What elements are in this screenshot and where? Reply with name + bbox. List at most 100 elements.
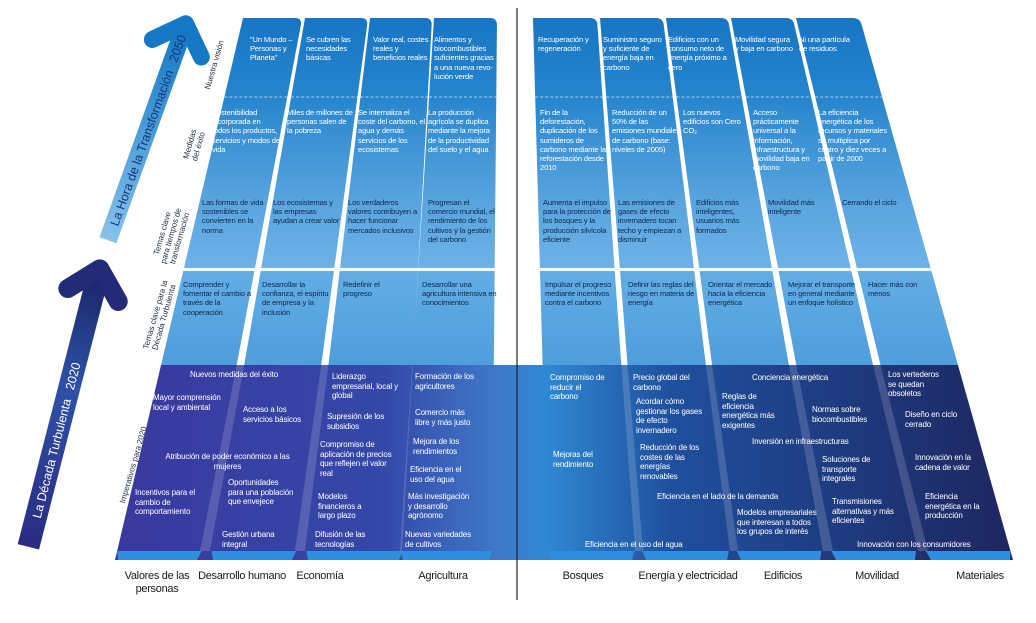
imperative-item: Acordar cómo gestionar los gases de efec… <box>636 397 703 435</box>
column-base-2 <box>211 551 297 560</box>
cell-themes-transformation: Progresan el comercio mundial, el rendim… <box>428 198 495 244</box>
column-label: Materiales <box>956 570 1004 582</box>
imperative-item: Modelos empresariales que interesan a to… <box>737 508 817 537</box>
cell-themes-turbulent: Definir las reglas del riesgo en materia… <box>628 280 695 308</box>
column-turbulent-8 <box>778 271 874 365</box>
imperative-item: Conciencia energética <box>752 373 829 382</box>
imperative-item: Gestión urbana integral <box>222 530 275 549</box>
column-turbulent-9 <box>857 271 958 365</box>
imperative-item: Diseño en ciclo cerrado <box>905 410 958 429</box>
band-gap <box>705 365 738 551</box>
imperative-item: Soluciones de transporte integrales <box>822 455 871 484</box>
imperative-item: Incentivos para el cambio de comportamie… <box>135 488 196 517</box>
imperative-item: Innovación en la cadena de valor <box>915 453 971 472</box>
column-turbulent-3 <box>328 271 418 365</box>
band-gap <box>873 365 928 551</box>
band-gap <box>400 365 413 551</box>
cell-measures: Acceso prácticamente universal a la info… <box>753 108 810 173</box>
imperative-item: Liderazgo empresarial, local y global <box>332 372 398 401</box>
cell-themes-turbulent: Redefinir el progreso <box>343 280 380 299</box>
cell-vision: Recuperación y regeneración <box>538 35 589 54</box>
cell-vision: Ni una partícula de residuos <box>799 35 850 54</box>
cell-measures: Se internaliza el coste del carbono, el … <box>358 108 425 154</box>
imperative-item: Mayor comprensión local y ambiental <box>153 393 221 412</box>
column-top-6 <box>600 18 694 268</box>
cell-themes-transformation: Las emisiones de gases de efecto inverna… <box>618 198 682 244</box>
column-base-3 <box>306 551 403 560</box>
imperative-item: Transmisiones alternativas y más eficien… <box>832 497 894 526</box>
imperative-item: Supresión de los subsidios <box>327 412 385 431</box>
column-label: Bosques <box>562 570 604 582</box>
band-gap <box>788 365 833 551</box>
column-top-7 <box>666 18 772 268</box>
cell-vision: Edificios con un consumo neto de energía… <box>668 35 727 72</box>
column-turbulent-1 <box>161 271 255 365</box>
imperative-item: Los vertederos se quedan obsoletos <box>888 370 939 399</box>
imperative-item: Inversión en infraestructuras <box>752 437 849 446</box>
cell-measures: Miles de millones de personas salen de l… <box>287 108 353 136</box>
imperative-item: Nuevas variedades de cultivos <box>405 530 471 549</box>
cell-themes-turbulent: Impulsar el progreso mediante incentivos… <box>545 280 612 308</box>
cell-measures: Los nuevos edificios son Cero CO₂ <box>683 108 741 136</box>
imperative-item: Normas sobre biocombustibles <box>812 405 868 424</box>
imperative-item: Compromiso de aplicación de precios que … <box>320 440 392 478</box>
column-top-9 <box>796 18 931 268</box>
arrow-head-icon <box>58 259 128 311</box>
imperative-item: Atribución de poder económico a las muje… <box>165 452 290 471</box>
column-turbulent-5 <box>540 271 622 365</box>
cell-themes-transformation: Aumenta el impulso para la protección de… <box>543 198 611 244</box>
cell-measures: Reducción de un 50% de las emisiones mun… <box>612 108 681 154</box>
column-base-1 <box>117 551 202 560</box>
column-label: Desarrollo humano <box>198 570 286 582</box>
column-label: Economía <box>296 570 344 582</box>
cell-vision: Movilidad segura y baja en carbono <box>735 35 793 54</box>
imperative-item: Innovación con los consumidores <box>857 540 971 549</box>
column-top-2 <box>261 18 368 268</box>
imperative-item: Reducción de los costes de las energías … <box>640 443 699 481</box>
cell-measures: Sostenibilidad incorporada en todos los … <box>212 108 280 154</box>
imperative-item: Mejora de los rendimientos <box>413 437 460 456</box>
imperatives-band <box>115 365 1013 560</box>
cell-vision: Valor real, costes reales y beneficios r… <box>373 35 429 63</box>
imperative-item: Oportunidades para una población que env… <box>228 478 294 507</box>
imperative-item: Eficiencia en el uso del agua <box>410 465 462 484</box>
cell-themes-transformation: Cerrando el ciclo <box>842 198 897 207</box>
arrow-turbulent-2020: La Década Turbulenta 2020 <box>17 259 128 550</box>
cell-themes-turbulent: Mejorar el transporte en general mediant… <box>788 280 855 308</box>
cell-themes-turbulent: Comprender y fomentar el cambio a través… <box>183 280 251 317</box>
imperative-item: Formación de los agricultores <box>415 372 474 391</box>
cell-measures: Fin de la deforestación, duplicación de … <box>540 108 606 173</box>
cell-themes-transformation: Los ecosistemas y las empresas ayudan a … <box>273 198 340 226</box>
cell-vision: "Un Mundo – Personas y Planeta" <box>250 35 293 63</box>
cell-themes-transformation: Los verdaderos valores contribuyen a hac… <box>348 198 418 235</box>
column-base-7 <box>736 551 822 560</box>
imperative-item: Más investigación y desarrollo agrónomo <box>408 492 470 521</box>
column-turbulent-4 <box>412 271 495 365</box>
cell-themes-turbulent: Orientar el mercado hacia la eficiencia … <box>708 280 773 308</box>
imperative-item: Difusión de las tecnologías <box>315 530 366 549</box>
arrow-year: 2020 <box>63 361 83 391</box>
cell-themes-transformation: Edificios más inteligentes, usuarios más… <box>696 198 740 235</box>
band-gap <box>621 365 643 551</box>
cell-themes-turbulent: Desarrollar la confianza, el espíritu de… <box>262 280 329 317</box>
cell-measures: La producción agrícola se duplica median… <box>428 108 490 154</box>
imperative-item: Comercio más libre y más justo <box>415 408 471 427</box>
band-gap <box>200 365 245 551</box>
column-turbulent-7 <box>699 271 789 365</box>
column-base-5 <box>547 551 635 560</box>
cell-vision: Se cubren las necesidades básicas <box>306 35 351 63</box>
column-label: Movilidad <box>855 570 899 582</box>
column-turbulent-6 <box>620 271 706 365</box>
imperative-item: Reglas de eficiencia energética más exig… <box>722 392 775 430</box>
imperative-item: Mejoras del rendimiento <box>553 450 594 469</box>
imperative-item: Acceso a los servicios básicos <box>243 405 301 424</box>
column-base-6 <box>642 551 729 560</box>
cell-vision: Alimentos y biocombustibles suficientes … <box>434 35 494 81</box>
column-base-8 <box>831 551 916 560</box>
imperative-item: Compromiso de reducir el carbono <box>550 373 605 402</box>
column-top-8 <box>731 18 851 268</box>
column-top-3 <box>340 18 432 268</box>
imperative-item: Precio global del carbono <box>633 373 690 392</box>
column-turbulent-2 <box>244 271 334 365</box>
